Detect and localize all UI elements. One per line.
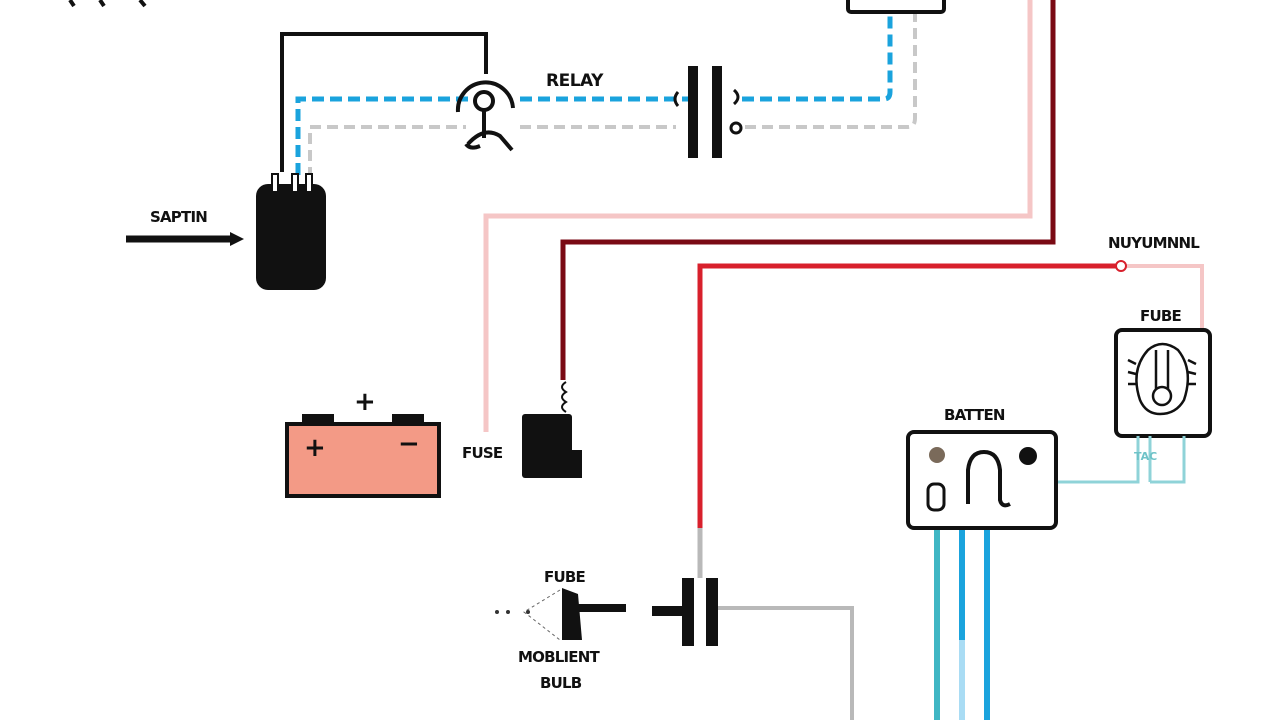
wire-right-label: NUYUMNNL xyxy=(1108,234,1200,252)
bulb-label-line2: BULB xyxy=(540,674,582,692)
wire-junction-node xyxy=(1115,260,1127,272)
relay-coil-icon xyxy=(455,80,515,152)
bulb-label-line1: MOBLIENT xyxy=(518,648,600,666)
top-left-marks xyxy=(68,0,147,8)
battery-right-box xyxy=(906,430,1058,530)
gray-wire-bottom xyxy=(718,606,854,720)
relay-label: RELAY xyxy=(546,71,604,91)
blue-dashed-wire xyxy=(295,14,893,175)
fuse-bottom-label: FUBE xyxy=(544,568,585,586)
top-box xyxy=(846,0,946,14)
gray-dashed-wire xyxy=(308,14,917,178)
relay-contacts-icon xyxy=(673,66,743,158)
coil-squiggle-icon xyxy=(966,449,1011,508)
tiny-right-label: TAC xyxy=(1134,450,1157,463)
fuse-right-label: FUBE xyxy=(1140,307,1181,325)
red-wire xyxy=(697,263,1118,528)
terminal-right-icon xyxy=(1019,447,1037,465)
battery-right-label: BATTEN xyxy=(944,406,1005,424)
pink-wire-right xyxy=(1126,264,1204,330)
fuse-mid-block xyxy=(522,381,582,478)
battery-plus-top: + xyxy=(354,387,376,417)
switch-block xyxy=(256,184,326,290)
bulb-icon xyxy=(495,588,626,641)
terminal-small-icon xyxy=(926,482,946,512)
battery-plus: + xyxy=(304,433,326,463)
battery-minus: − xyxy=(398,429,420,459)
fuse-mid-label: FUSE xyxy=(462,444,503,462)
switch-arrow-icon xyxy=(126,232,244,246)
battery-left xyxy=(285,414,441,498)
switch-label: SAPTIN xyxy=(150,208,207,226)
black-wire-top xyxy=(280,32,488,172)
terminal-left-icon xyxy=(929,447,945,463)
fuse-right-icon xyxy=(1127,342,1197,416)
fuse-right-box xyxy=(1114,328,1212,438)
darkred-wire xyxy=(560,0,1056,380)
pink-wire xyxy=(483,0,1033,432)
bottom-capacitor-icon xyxy=(652,578,718,646)
